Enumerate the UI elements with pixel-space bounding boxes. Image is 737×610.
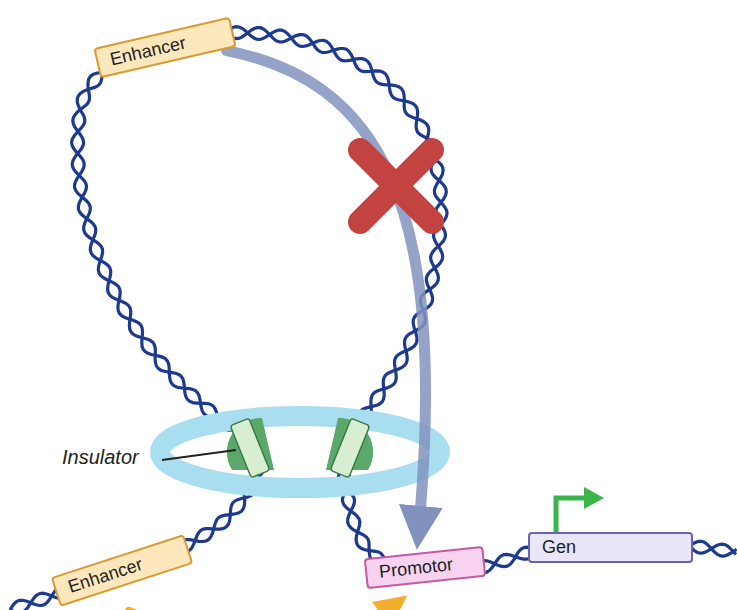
transcription-arrowhead: [584, 487, 604, 509]
enhancer-box: Enhancer: [51, 534, 194, 607]
gene-box: Gen: [528, 532, 693, 563]
transcription-arrow: [556, 498, 586, 532]
dna-strand: [72, 27, 446, 440]
insulator-protein: [227, 418, 373, 478]
dna-helix: [10, 27, 737, 610]
leader-line: [162, 450, 236, 460]
enhancer-box: Enhancer: [93, 17, 236, 79]
insulator-ring: [160, 416, 440, 488]
dna-strand: [72, 27, 447, 442]
node-text: Enhancer: [65, 554, 144, 597]
regulation-arrow: [227, 51, 426, 528]
node-text: Promotor: [378, 554, 454, 582]
node-text: Gen: [542, 537, 576, 557]
regulation-arrow: [129, 605, 394, 610]
dna-strand: [10, 472, 263, 610]
node-text: Enhancer: [108, 33, 188, 70]
part-label: Insulator: [62, 446, 139, 469]
